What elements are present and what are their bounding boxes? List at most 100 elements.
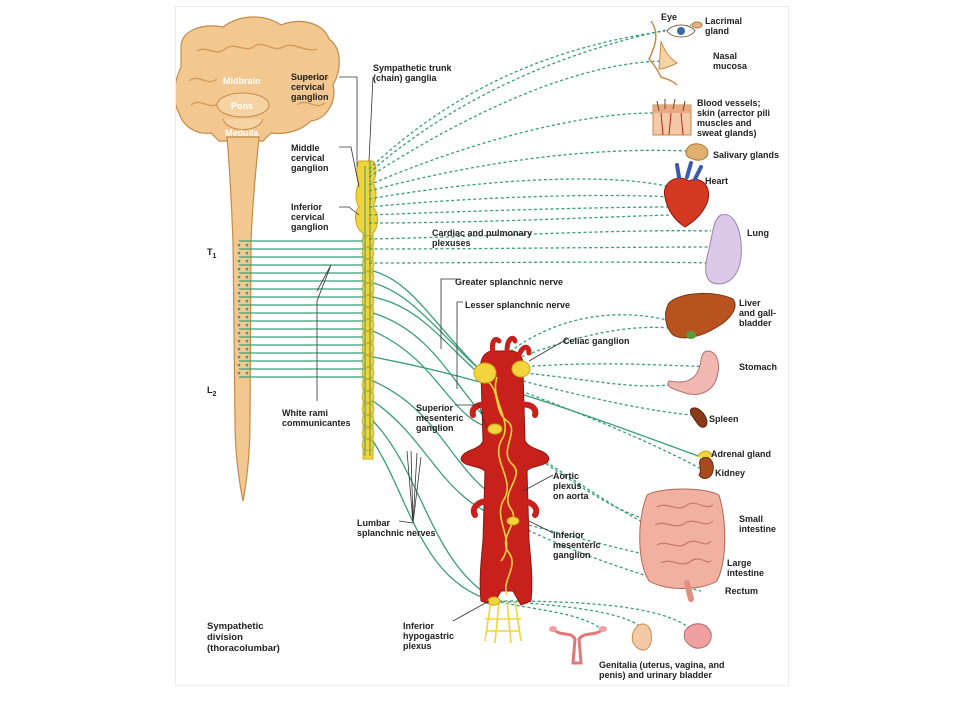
label-celiac-ganglion: Celiac ganglion [563,336,630,346]
preganglionic-cell [237,251,241,255]
organ-label-lacrimal-gland: Lacrimal gland [705,16,743,36]
postganglionic-lung-3 [368,261,714,264]
postganglionic-skin [368,112,654,186]
pointer-line [412,456,422,524]
chain-ganglion [361,379,375,391]
postganglionic-heart-2 [368,194,672,208]
spleen-icon [690,407,708,428]
lung-icon [705,214,742,285]
greater-splanchnic-2 [372,282,484,374]
organ-label-kidney: Kidney [715,468,746,478]
kidney-icon [696,450,714,479]
label-white-rami: White rami communicantes [282,408,351,428]
label-t1-text: T1 [207,247,217,260]
label-t1: T1 [207,237,216,262]
sympathetic-chain [355,160,378,460]
organ-label-genitalia: Genitalia (uterus, vagina, and penis) an… [599,660,725,680]
pointer-line [412,452,418,524]
postganglionic-stomach-2 [524,372,682,387]
chain-ganglion [361,343,375,355]
chain-ganglion [361,247,375,259]
chain-ganglion [361,391,375,403]
organ-label-small-intestine: Small intestine [739,514,777,534]
label-superior-cervical-ganglion: Superior cervical ganglion [291,72,329,102]
preganglionic-cell [245,363,249,367]
postganglionic-heart-3 [368,206,670,216]
preganglionic-cell [245,267,249,271]
label-lesser-splanchnic-nerve: Lesser splanchnic nerve [465,300,571,310]
postganglionic-eye [368,30,666,170]
pointer-line [316,264,332,401]
preganglionic-cell [237,323,241,327]
pointer-line [456,301,463,389]
label-inferior-hypogastric-plexus: Inferior hypogastric plexus [403,621,455,651]
pointer-line [406,450,414,524]
preganglionic-cell [245,339,249,343]
postganglionic-small-intestine [494,430,662,522]
preganglionic-cell [245,355,249,359]
postganglionic-bladder [498,600,692,630]
postganglionic-nasal [368,60,668,178]
preganglionic-cell [237,267,241,271]
pointer-line [528,338,568,362]
skin-block-icon [652,98,692,136]
preganglionic-cell [237,363,241,367]
preganglionic-cell [245,291,249,295]
intestines-icon [639,488,726,602]
postganglionic-penis [496,600,642,628]
preganglionic-cell [245,259,249,263]
preganglionic-cell [237,371,241,375]
preganglionic-cell [237,315,241,319]
postganglionic-salivary [368,149,688,192]
label-midbrain: Midbrain [223,76,261,86]
chain-ganglion [361,295,375,307]
organ-label-skin: Blood vessels; skin (arrector pili muscl… [697,98,771,138]
preganglionic-cell [245,243,249,247]
salivary-gland-icon [685,143,709,161]
label-cardiac-pulmonary-plexuses: Cardiac and pulmonary plexuses [432,228,533,248]
preganglionic-cell [245,371,249,375]
organ-label-adrenal-gland: Adrenal gland [711,449,772,459]
preganglionic-cell [245,315,249,319]
pointer-line [368,76,374,162]
postganglionic-heart-4 [368,214,670,224]
label-division-title: Sympathetic division (thoracolumbar) [207,621,280,654]
chain-ganglion [361,259,375,271]
pointer-line [410,450,414,524]
postganglionic-liver [488,314,672,370]
preganglionic-cell [245,347,249,351]
chain-ganglion [361,439,375,451]
organ-label-rectum: Rectum [725,586,759,596]
label-pointers [316,76,568,622]
pointer-line [455,404,488,430]
label-inferior-cervical-ganglion: Inferior cervical ganglion [291,202,329,232]
preganglionic-cell [237,259,241,263]
uterus-icon [549,626,607,665]
postganglionic-lung-1 [368,230,712,240]
preganglionic-cell [245,275,249,279]
chain-ganglion [361,319,375,331]
organ-label-heart: Heart [705,176,729,186]
organ-label-spleen: Spleen [709,414,739,424]
brain [176,16,340,142]
preganglionic-cell [237,331,241,335]
label-l2: L2 [207,375,216,400]
preganglionic-cell [245,251,249,255]
stomach-icon [667,350,720,395]
chain-ganglion [361,367,375,379]
sympathetic-diagram [176,16,742,665]
chain-ganglion [361,415,375,427]
preganglionic-cell [237,291,241,295]
eye-icon [666,24,696,38]
organ-label-nasal-mucosa: Nasal mucosa [713,51,748,71]
preganglionic-cell [237,275,241,279]
preganglionic-cell [237,355,241,359]
preganglionic-cell [237,243,241,247]
preganglionic-cell [237,347,241,351]
adrenal-fiber [372,356,702,458]
preganglionic-cell [237,307,241,311]
postganglionic-lacrimal [368,24,692,174]
preganglionic-cell [237,339,241,343]
pointer-line [452,600,490,622]
chain-ganglion [361,235,375,247]
